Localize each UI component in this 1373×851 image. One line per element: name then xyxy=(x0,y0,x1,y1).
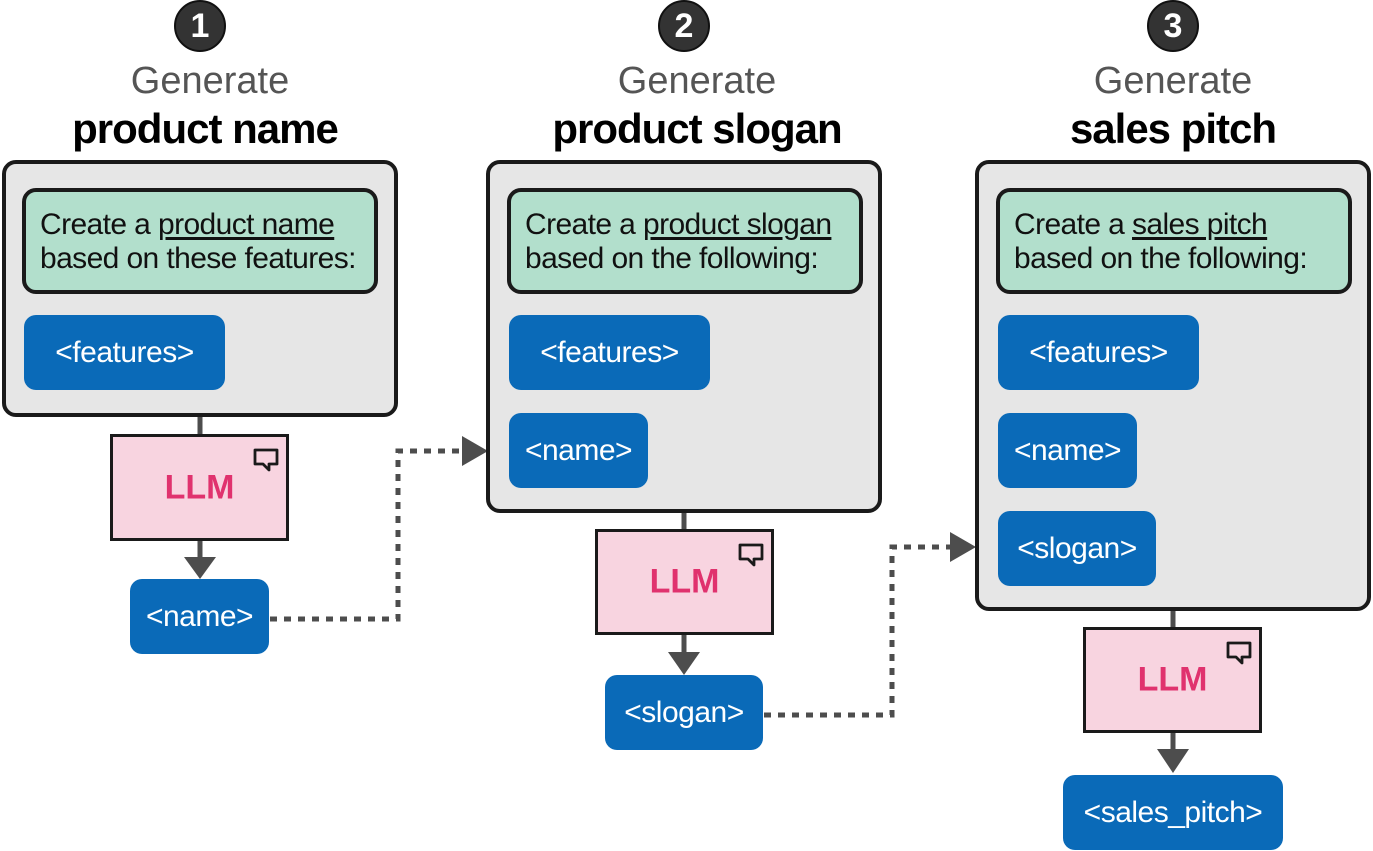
instruction-prefix: Create a xyxy=(1014,208,1132,241)
chat-bubble-icon xyxy=(1226,641,1252,665)
dotted-arrow-icon xyxy=(462,436,488,466)
step-1-badge: 1 xyxy=(174,0,226,52)
step-1-instruction: Create a product name based on these fea… xyxy=(22,188,378,294)
step-3-input-features: <features> xyxy=(998,315,1199,390)
chat-bubble-icon xyxy=(253,448,279,472)
step-2-title: product slogan xyxy=(552,105,842,152)
step-number: 3 xyxy=(1163,6,1183,45)
instruction-target: sales pitch xyxy=(1132,208,1268,241)
step-2-input-name: <name> xyxy=(509,413,648,488)
step-number: 2 xyxy=(674,6,694,45)
step-3-input-slogan: <slogan> xyxy=(998,511,1156,586)
handoff-slogan-to-step3 xyxy=(764,544,950,718)
step-1-title: product name xyxy=(72,105,339,152)
step-2-llm-box: LLM xyxy=(595,529,774,635)
step-2-generate-label: Generate xyxy=(617,60,777,102)
step-3-output-sales-pitch: <sales_pitch> xyxy=(1063,775,1283,850)
instruction-target: product name xyxy=(158,208,335,241)
step-2-instruction: Create a product slogan based on the fol… xyxy=(507,188,863,294)
step-1-output-name: <name> xyxy=(130,579,269,654)
instruction-prefix: Create a xyxy=(40,208,158,241)
step-1-llm-box: LLM xyxy=(110,434,289,541)
arrow-down-icon xyxy=(184,557,216,579)
chat-bubble-icon xyxy=(738,543,764,567)
arrow-down-icon xyxy=(1157,749,1189,773)
instruction-target: product slogan xyxy=(643,208,832,241)
step-1-input-features: <features> xyxy=(24,315,225,390)
step-2-output-slogan: <slogan> xyxy=(605,675,763,750)
llm-label: LLM xyxy=(164,468,235,506)
instruction-suffix: based on the following: xyxy=(525,242,819,275)
llm-label: LLM xyxy=(1137,660,1208,699)
step-2-input-features: <features> xyxy=(509,315,710,390)
step-3-llm-box: LLM xyxy=(1083,627,1262,733)
llm-label: LLM xyxy=(649,562,720,601)
step-1-generate-label: Generate xyxy=(130,60,290,102)
step-3-title: sales pitch xyxy=(1069,105,1277,152)
handoff-name-to-step2 xyxy=(270,448,462,622)
step-3-generate-label: Generate xyxy=(1093,60,1253,102)
step-number: 1 xyxy=(190,6,210,45)
dotted-arrow-icon xyxy=(950,532,976,562)
instruction-suffix: based on the following: xyxy=(1014,242,1308,275)
step-3-instruction: Create a sales pitch based on the follow… xyxy=(996,188,1352,294)
instruction-prefix: Create a xyxy=(525,208,643,241)
step-2-badge: 2 xyxy=(658,0,710,52)
step-3-badge: 3 xyxy=(1147,0,1199,52)
step-3-input-name: <name> xyxy=(998,413,1137,488)
instruction-suffix: based on these features: xyxy=(40,242,356,275)
arrow-down-icon xyxy=(668,652,700,675)
